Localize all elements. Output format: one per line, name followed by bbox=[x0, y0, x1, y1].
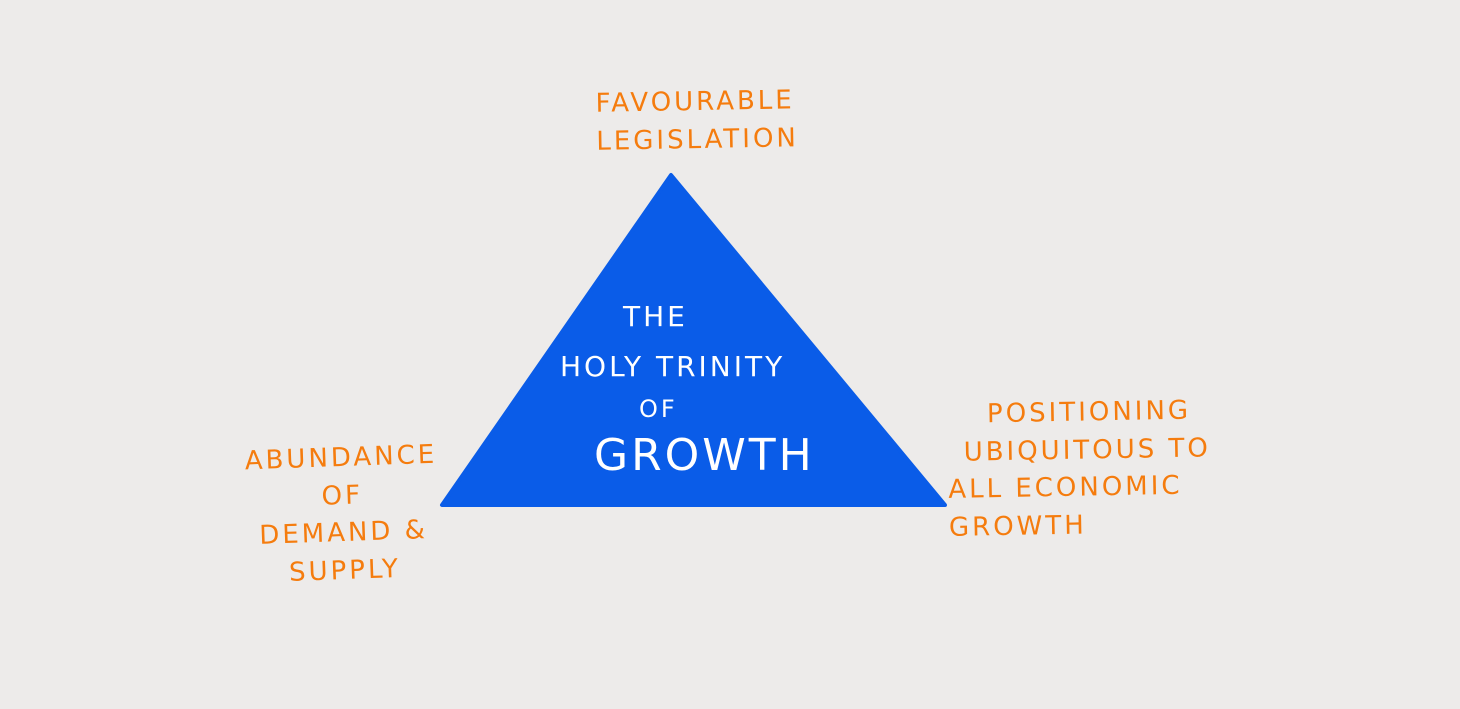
title-line-of: OF bbox=[639, 395, 678, 423]
top-label-line: FAVOURABLE bbox=[595, 85, 795, 119]
right-label-line: ALL ECONOMIC GROWTH bbox=[948, 471, 1183, 543]
right-label-line: POSITIONING bbox=[986, 395, 1192, 430]
left-label-line: DEMAND & SUPPLY bbox=[258, 515, 429, 588]
top-label-line: LEGISLATION bbox=[596, 122, 800, 157]
title-line-growth: GROWTH bbox=[594, 430, 815, 481]
right-label-line: UBIQUITOUS TO bbox=[963, 432, 1212, 468]
left-label: ABUNDANCE OF DEMAND & SUPPLY bbox=[205, 435, 480, 595]
right-label: POSITIONING UBIQUITOUS TO ALL ECONOMIC G… bbox=[947, 391, 1280, 547]
title-line-holy-trinity: HOLY TRINITY bbox=[560, 350, 786, 383]
top-label: FAVOURABLE LEGISLATION bbox=[595, 82, 799, 161]
title-line-the: THE bbox=[623, 300, 688, 333]
